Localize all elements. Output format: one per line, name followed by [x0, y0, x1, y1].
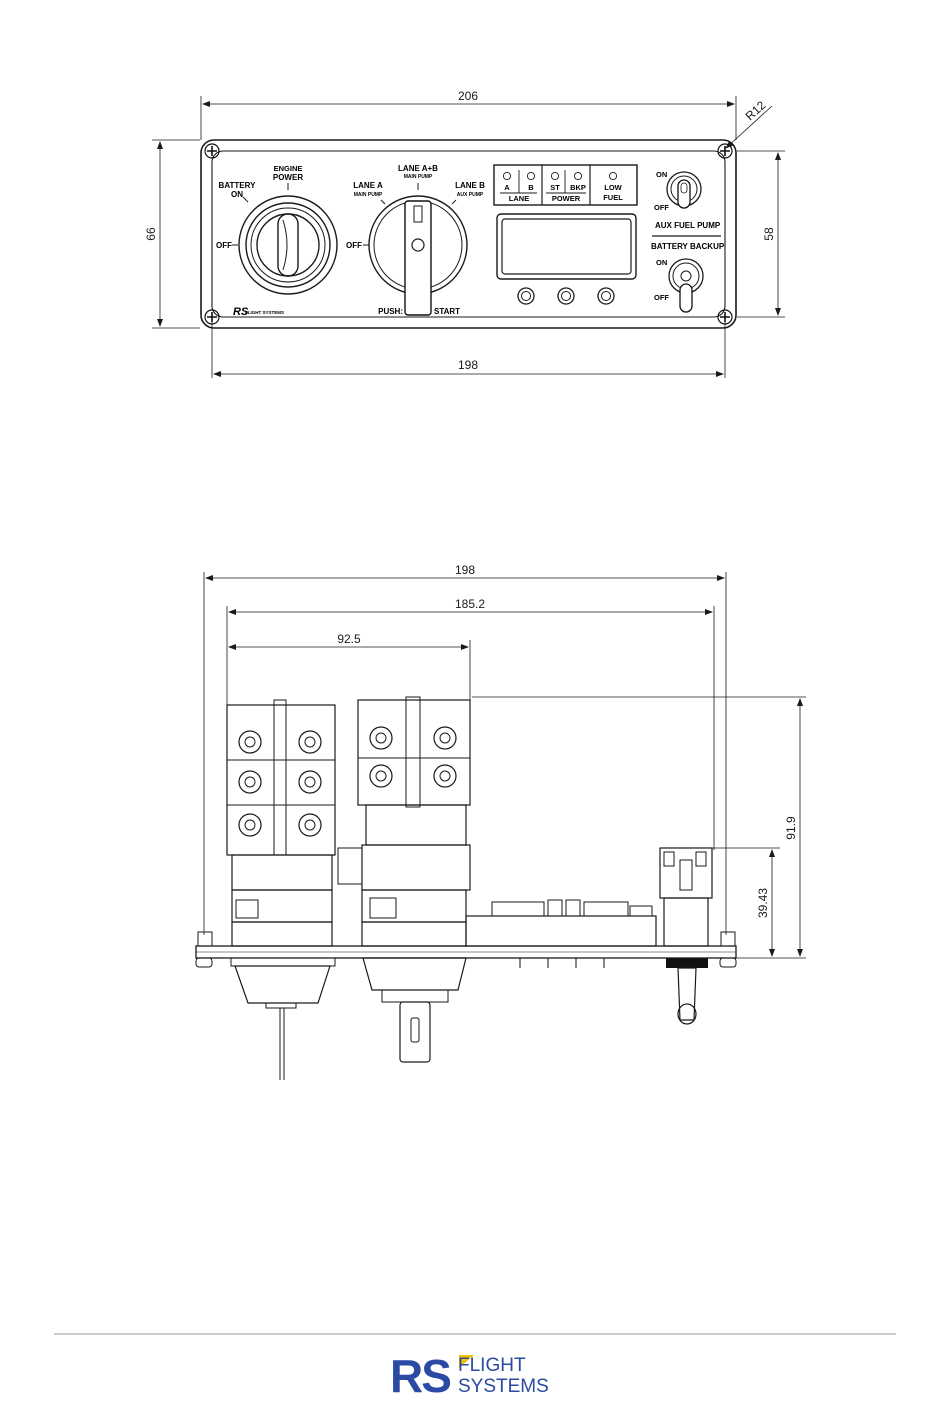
- led-bkp-icon: [574, 172, 581, 179]
- led-st-icon: [551, 172, 558, 179]
- dim-side-185-label: 185.2: [455, 597, 485, 611]
- svg-text:RS: RS: [233, 306, 249, 318]
- dim-corner-radius: R12: [726, 98, 772, 148]
- logo-mark: RS: [390, 1350, 450, 1402]
- dim-side-198-label: 198: [455, 563, 475, 577]
- battery-backup-toggle: BATTERY BACKUP ON OFF: [651, 242, 725, 312]
- battery-on-label: ON: [231, 190, 243, 199]
- logo-line1: FLIGHT: [458, 1355, 526, 1376]
- dim-r12-label: R12: [743, 98, 769, 123]
- lane-a-label: LANE A: [353, 181, 383, 190]
- dim-overall-width: 206: [201, 89, 736, 140]
- battery-key-switch: [232, 183, 337, 294]
- start-label: START: [434, 307, 460, 316]
- logo-line2: SYSTEMS: [458, 1376, 549, 1397]
- lane-ab-label: LANE A+B: [398, 164, 438, 173]
- terminal-screw-icon: [239, 731, 321, 836]
- dim-198-label: 198: [458, 358, 478, 372]
- led-low-label: LOW: [604, 183, 622, 192]
- display-button-icon: [518, 288, 534, 304]
- lane-ab-sub-label: MAIN PUMP: [404, 174, 433, 180]
- side-view: 198 185.2 92.5 91.9 39.43: [196, 563, 806, 1080]
- lane-a-sub-label: MAIN PUMP: [354, 192, 383, 198]
- display-buttons: [518, 288, 614, 304]
- off-label-left: OFF: [216, 241, 232, 250]
- indicator-panel: A B ST BKP LOW FUEL LANE POWER: [494, 165, 637, 205]
- aux-toggle-on-label: ON: [656, 170, 667, 179]
- brand-small-logo-icon: RS: [233, 306, 249, 318]
- aux-fuel-pump-label: AUX FUEL PUMP: [655, 221, 721, 230]
- led-b-label: B: [528, 183, 534, 192]
- led-bkp-label: BKP: [570, 183, 586, 192]
- dim-side-overall: 198: [204, 563, 726, 935]
- aux-toggle-off-label: OFF: [654, 203, 669, 212]
- dim-206-label: 206: [458, 89, 478, 103]
- led-b-icon: [527, 172, 534, 179]
- led-st-label: ST: [550, 183, 560, 192]
- front-view: 206 R12 66 58 198: [144, 89, 785, 378]
- backup-toggle-on-label: ON: [656, 258, 667, 267]
- push-label: PUSH:: [378, 307, 403, 316]
- panel-labels: BATTERY ON ENGINE POWER OFF LANE A+B MAI…: [216, 164, 485, 316]
- backup-toggle-off-label: OFF: [654, 293, 669, 302]
- battery-label: BATTERY: [219, 181, 257, 190]
- lane-b-label: LANE B: [455, 181, 485, 190]
- dim-side-39-label: 39.43: [756, 888, 770, 918]
- battery-backup-label: BATTERY BACKUP: [651, 242, 725, 251]
- toggle-switch-side: [660, 848, 712, 1024]
- engine-power-label: POWER: [273, 173, 303, 182]
- dim-side-92-label: 92.5: [337, 632, 361, 646]
- led-fuel-label: FUEL: [603, 193, 623, 202]
- dim-mount-width: 198: [212, 318, 725, 378]
- led-a-label: A: [504, 183, 510, 192]
- group-power-label: POWER: [552, 194, 581, 203]
- group-lane-label: LANE: [509, 194, 529, 203]
- brand-small-label: FLIGHT SYSTEMS: [245, 310, 284, 315]
- display-window: [497, 214, 636, 279]
- footer-logo: RS FLIGHT SYSTEMS: [390, 1350, 549, 1402]
- key-switch-contact-stack: [227, 700, 335, 1080]
- dim-58-label: 58: [762, 227, 776, 241]
- lane-rotary-switch: [363, 183, 467, 315]
- lane-b-sub-label: AUX PUMP: [457, 192, 484, 198]
- off-label-right: OFF: [346, 241, 362, 250]
- led-a-icon: [503, 172, 510, 179]
- dim-side-switch: 92.5: [229, 632, 470, 700]
- terminal-screw-icon: [370, 727, 456, 787]
- dim-side-91-label: 91.9: [784, 816, 798, 840]
- display-button-icon: [598, 288, 614, 304]
- aux-fuel-pump-toggle: ON OFF AUX FUEL PUMP: [652, 170, 721, 236]
- engine-label: ENGINE: [274, 164, 303, 173]
- dim-panel-height: 58: [737, 151, 785, 317]
- rotary-switch-contact-stack: [338, 697, 470, 1062]
- led-low-fuel-icon: [609, 172, 616, 179]
- dim-overall-height: 66: [144, 140, 200, 328]
- dim-66-label: 66: [144, 227, 158, 241]
- display-button-icon: [558, 288, 574, 304]
